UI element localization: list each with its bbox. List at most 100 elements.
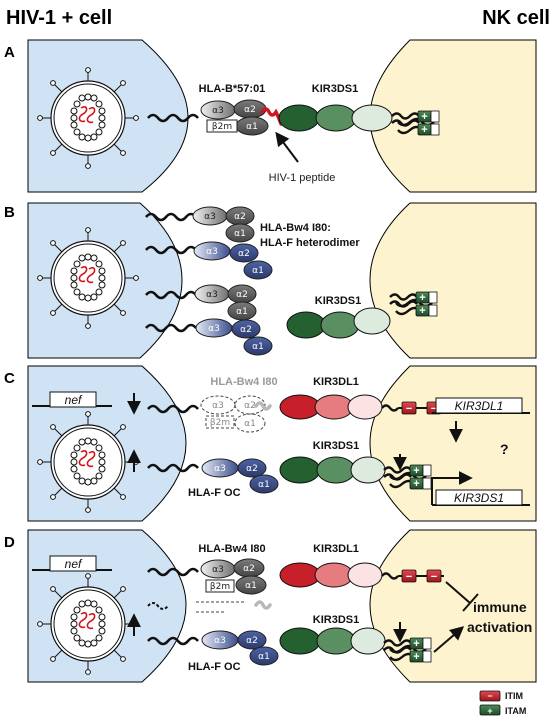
peptide-label: HIV-1 peptide bbox=[269, 172, 336, 184]
activation-label: activation bbox=[467, 619, 532, 635]
panel-d: D nef HLA-Bw4 I80 α3 α2 α1 β2m KIR3DL1 α… bbox=[4, 529, 537, 683]
hla-tail bbox=[147, 404, 199, 414]
kir-d2 bbox=[347, 394, 383, 420]
alpha3-label: α3 bbox=[214, 636, 226, 646]
kir3ds1-label: KIR3DS1 bbox=[315, 295, 361, 307]
hla-tail bbox=[147, 636, 199, 646]
alpha1-domain bbox=[243, 336, 273, 356]
hiv-virion-icon bbox=[36, 572, 140, 676]
alpha3-label: α3 bbox=[212, 401, 224, 411]
kir-d0 bbox=[286, 311, 326, 339]
itam-icon bbox=[479, 704, 501, 716]
alpha1-domain bbox=[243, 260, 273, 280]
kir-d1 bbox=[316, 456, 356, 484]
alpha1-domain bbox=[225, 223, 255, 243]
alpha3-label: α3 bbox=[212, 106, 224, 116]
hla-tail bbox=[145, 245, 197, 255]
alpha1-domain bbox=[249, 474, 279, 494]
alpha1-label: α1 bbox=[252, 342, 264, 352]
hla-bw4-label: HLA-Bw4 I80 bbox=[198, 543, 265, 555]
hla-tail bbox=[145, 323, 197, 333]
hla-tail bbox=[145, 212, 197, 222]
alpha1-domain bbox=[235, 575, 267, 595]
kir-d2 bbox=[350, 627, 386, 655]
activation-arrow bbox=[433, 626, 465, 653]
kir-d2 bbox=[351, 104, 393, 132]
kir-d2 bbox=[347, 562, 383, 588]
hiv-cell-header: HIV-1 + cell bbox=[6, 7, 112, 29]
hla-tail bbox=[147, 602, 169, 610]
alpha3-label: α3 bbox=[208, 324, 220, 334]
b2m-domain bbox=[205, 579, 235, 593]
alpha2-label: α2 bbox=[238, 249, 250, 259]
kir3ds1-gene-label: KIR3DS1 bbox=[454, 491, 504, 505]
alpha2-label: α2 bbox=[234, 212, 246, 222]
kir3ds1-label: KIR3DS1 bbox=[313, 440, 359, 452]
panel-label: A bbox=[4, 44, 15, 61]
alpha2-label: α2 bbox=[246, 464, 258, 474]
alpha3-label: α3 bbox=[212, 565, 224, 575]
hla-tail bbox=[147, 463, 199, 473]
alpha1-label: α1 bbox=[258, 480, 270, 490]
kir-d0 bbox=[279, 627, 321, 655]
alpha1-domain bbox=[234, 413, 266, 433]
kir3ds1-label: KIR3DS1 bbox=[313, 614, 359, 626]
nk-cell-membrane bbox=[369, 202, 537, 359]
alpha2-domain bbox=[231, 319, 261, 339]
b2m-label: β2m bbox=[210, 582, 230, 592]
peptide-arrow bbox=[275, 131, 299, 163]
nef-gene-box bbox=[49, 391, 97, 408]
kir3ds1-label: KIR3DS1 bbox=[312, 83, 358, 95]
alpha1-domain bbox=[249, 646, 279, 666]
legend: − ITIM + ITAM bbox=[479, 690, 526, 716]
hiv-virion-icon bbox=[36, 226, 140, 330]
ghost-hla bbox=[196, 601, 244, 613]
question-mark: ? bbox=[500, 441, 509, 457]
nk-cell-header: NK cell bbox=[482, 7, 550, 29]
hla-b57-label: HLA-B*57:01 bbox=[199, 83, 266, 95]
hla-tail bbox=[145, 290, 197, 300]
alpha3-label: α3 bbox=[206, 247, 218, 257]
hiv-virion-icon bbox=[36, 66, 140, 170]
kir-d1 bbox=[316, 627, 356, 655]
alpha2-domain bbox=[234, 395, 266, 415]
itim-legend-label: ITIM bbox=[505, 691, 523, 701]
b2m-domain bbox=[206, 119, 238, 133]
b2m-label: β2m bbox=[212, 122, 232, 132]
alpha2-label: α2 bbox=[243, 564, 255, 574]
hiv-virion-icon bbox=[36, 410, 140, 514]
immune-label: immune bbox=[473, 599, 527, 615]
alpha2-label: α2 bbox=[240, 325, 252, 335]
alpha2-label: α2 bbox=[246, 636, 258, 646]
b2m-label: β2m bbox=[210, 418, 230, 428]
kir-d1 bbox=[314, 562, 354, 588]
kir3dl1-label: KIR3DL1 bbox=[313, 376, 359, 388]
alpha1-label: α1 bbox=[252, 266, 264, 276]
alpha3-domain bbox=[200, 395, 236, 415]
panel-label: B bbox=[4, 204, 15, 221]
kir3dl1-gene-label: KIR3DL1 bbox=[455, 399, 504, 413]
kir-d0 bbox=[279, 456, 321, 484]
nk-cell-membrane bbox=[369, 39, 537, 193]
peptide-gray bbox=[254, 401, 272, 411]
alpha3-label: α3 bbox=[214, 464, 226, 474]
itam-sign: + bbox=[487, 706, 492, 716]
alpha2-domain bbox=[237, 458, 267, 478]
alpha3-label: α3 bbox=[206, 290, 218, 300]
alpha1-label: α1 bbox=[245, 581, 257, 591]
panel-b: B α3 α2 α1 α3 α2 α1 HLA-Bw4 I80: HLA-F h… bbox=[4, 202, 537, 359]
kir-d2 bbox=[353, 307, 391, 335]
nef-gene-box bbox=[49, 555, 97, 572]
panel-c: C nef HLA-Bw4 I80 α3 α2 α1 β2m KIR3DL1 α… bbox=[4, 365, 537, 522]
itam-legend-label: ITAM bbox=[505, 706, 526, 716]
alpha1-label: α1 bbox=[246, 122, 258, 132]
inhibit-bar bbox=[462, 593, 479, 612]
kir-d0 bbox=[279, 562, 321, 588]
kir-d1 bbox=[320, 311, 360, 339]
hla-bw4-label: HLA-Bw4 I80: bbox=[260, 222, 331, 234]
kir-d0 bbox=[278, 104, 320, 132]
panel-label: C bbox=[4, 370, 15, 387]
alpha1-label: α1 bbox=[234, 229, 246, 239]
kir3ds1-gene-box bbox=[435, 489, 523, 506]
